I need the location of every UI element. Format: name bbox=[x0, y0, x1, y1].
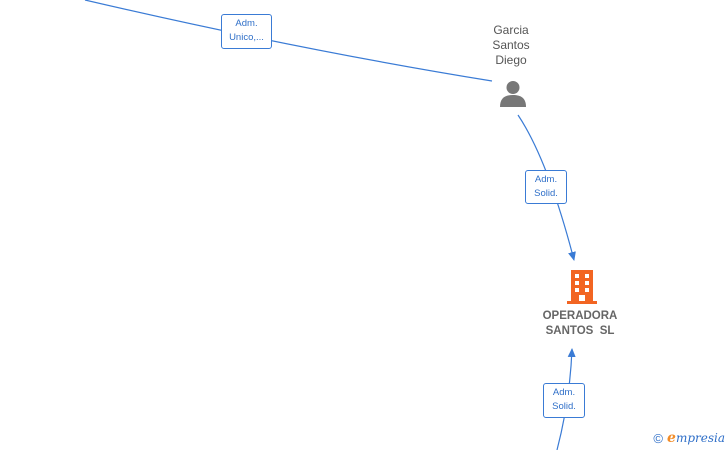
person-name-line: Diego bbox=[495, 53, 527, 67]
edge-label-adm-solid-incoming[interactable]: Adm. Solid. bbox=[543, 383, 585, 418]
person-icon[interactable] bbox=[498, 79, 528, 109]
edge-label-adm-solid[interactable]: Adm. Solid. bbox=[525, 170, 567, 204]
person-name[interactable]: Garcia Santos Diego bbox=[470, 23, 552, 68]
edge-label-line: Adm. bbox=[552, 387, 576, 398]
person-name-line: Garcia bbox=[493, 23, 529, 37]
brand-logo-e: e bbox=[667, 430, 676, 446]
company-name[interactable]: OPERADORA SANTOS SL bbox=[530, 309, 630, 339]
copyright-icon: © bbox=[653, 430, 664, 446]
edge-label-line: Adm. bbox=[235, 18, 258, 29]
edge-label-line: Unico,... bbox=[229, 32, 264, 43]
edge-label-line: Adm. bbox=[534, 174, 558, 185]
building-icon[interactable] bbox=[566, 269, 598, 305]
company-name-line: SANTOS SL bbox=[545, 325, 615, 337]
company-name-line: OPERADORA bbox=[542, 310, 618, 322]
person-name-line: Santos bbox=[492, 38, 530, 52]
edge-label-line: Solid. bbox=[534, 188, 558, 199]
edge-label-adm-unico[interactable]: Adm. Unico,... bbox=[221, 14, 272, 49]
edge-label-line: Solid. bbox=[552, 401, 576, 412]
brand-logo-text: mpresia bbox=[675, 431, 725, 445]
edge-adm-unico bbox=[84, 0, 493, 82]
